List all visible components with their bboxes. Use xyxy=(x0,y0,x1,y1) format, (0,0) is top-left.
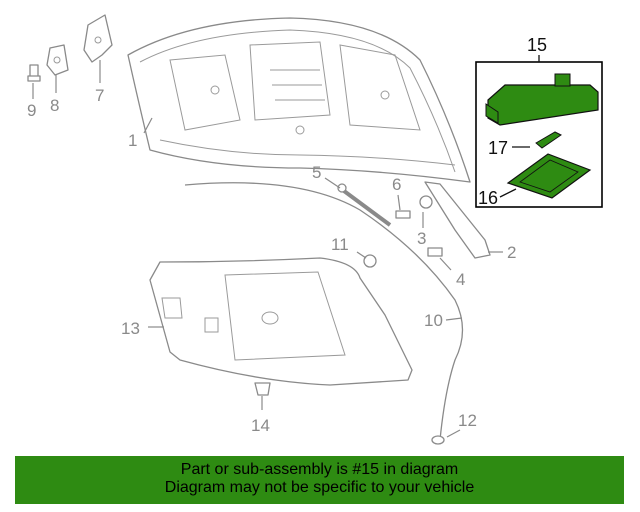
push-pin[interactable] xyxy=(254,382,271,396)
leader-lines xyxy=(32,55,540,438)
hinge-bracket[interactable] xyxy=(46,44,69,76)
callout-13: 13 xyxy=(121,319,140,338)
release-cable[interactable] xyxy=(184,182,464,441)
callout-11: 11 xyxy=(331,235,349,254)
lamp-housing-highlighted[interactable] xyxy=(485,73,599,126)
banner-line-2: Diagram may not be specific to your vehi… xyxy=(164,479,475,496)
callout-2: 2 xyxy=(507,243,516,262)
hood-insulator[interactable] xyxy=(149,257,413,386)
lift-support[interactable] xyxy=(337,183,392,227)
callout-17: 17 xyxy=(488,138,508,158)
callout-7: 7 xyxy=(95,86,104,105)
strut-fastener[interactable] xyxy=(395,210,411,219)
callout-1: 1 xyxy=(128,131,137,150)
callout-6: 6 xyxy=(392,175,401,194)
insulator-clip[interactable] xyxy=(363,254,377,268)
hood-bolt[interactable] xyxy=(427,247,443,257)
lamp-bulb-highlighted[interactable] xyxy=(535,131,562,149)
callout-9: 9 xyxy=(27,101,36,120)
hood-panel[interactable] xyxy=(127,17,471,183)
cable-handle[interactable] xyxy=(431,435,445,445)
callout-5: 5 xyxy=(312,163,321,182)
callout-15: 15 xyxy=(527,35,547,55)
callout-12: 12 xyxy=(458,411,477,430)
hinge-bolt[interactable] xyxy=(27,64,41,82)
callout-14: 14 xyxy=(251,416,270,435)
info-banner: Part or sub-assembly is #15 in diagram D… xyxy=(15,456,624,504)
callout-8: 8 xyxy=(50,96,59,115)
callout-3: 3 xyxy=(417,229,426,248)
callout-10: 10 xyxy=(424,311,443,330)
hood-parts-diagram: 1 2 3 4 5 6 7 8 9 10 11 12 13 14 15 16 1… xyxy=(27,14,603,445)
callout-16: 16 xyxy=(478,188,498,208)
hood-hinge[interactable] xyxy=(83,14,113,63)
lamp-lens-highlighted[interactable] xyxy=(506,153,592,199)
hood-latch[interactable] xyxy=(424,181,491,259)
hood-bumper[interactable] xyxy=(419,195,433,209)
callout-4: 4 xyxy=(456,270,465,289)
banner-line-1: Part or sub-assembly is #15 in diagram xyxy=(180,461,459,478)
